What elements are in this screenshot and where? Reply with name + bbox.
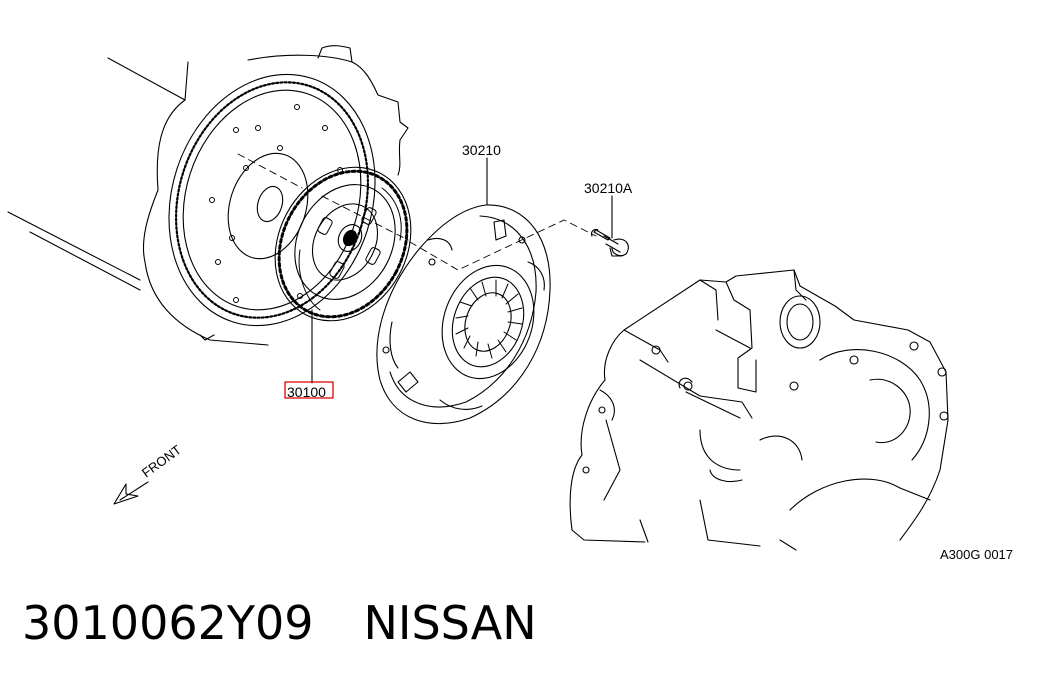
callout-30100: 30100 (287, 384, 326, 400)
clutch-cover (376, 204, 551, 425)
exploded-parts-diagram: 30210 30210A 30100 FRONT A300G 0017 (7, 45, 1013, 562)
assembly-center-lines (237, 153, 597, 271)
callout-30210: 30210 (462, 142, 501, 158)
part-number: 3010062Y09 (22, 596, 314, 650)
front-label: FRONT (139, 442, 184, 480)
callout-30210A: 30210A (584, 180, 633, 196)
callout-30100-highlight (284, 381, 334, 399)
clutch-disc (274, 166, 412, 322)
clutch-diagram-svg: 30210 30210A 30100 FRONT A300G 0017 (7, 45, 1013, 562)
figure-code: A300G 0017 (940, 547, 1013, 562)
part-info-footer: 3010062Y09 NISSAN (22, 596, 537, 650)
front-arrow-icon (113, 481, 149, 505)
engine-block-outline (7, 45, 409, 346)
transmission-housing (569, 269, 949, 551)
cover-bolt (590, 228, 629, 257)
brand-name: NISSAN (363, 596, 537, 650)
